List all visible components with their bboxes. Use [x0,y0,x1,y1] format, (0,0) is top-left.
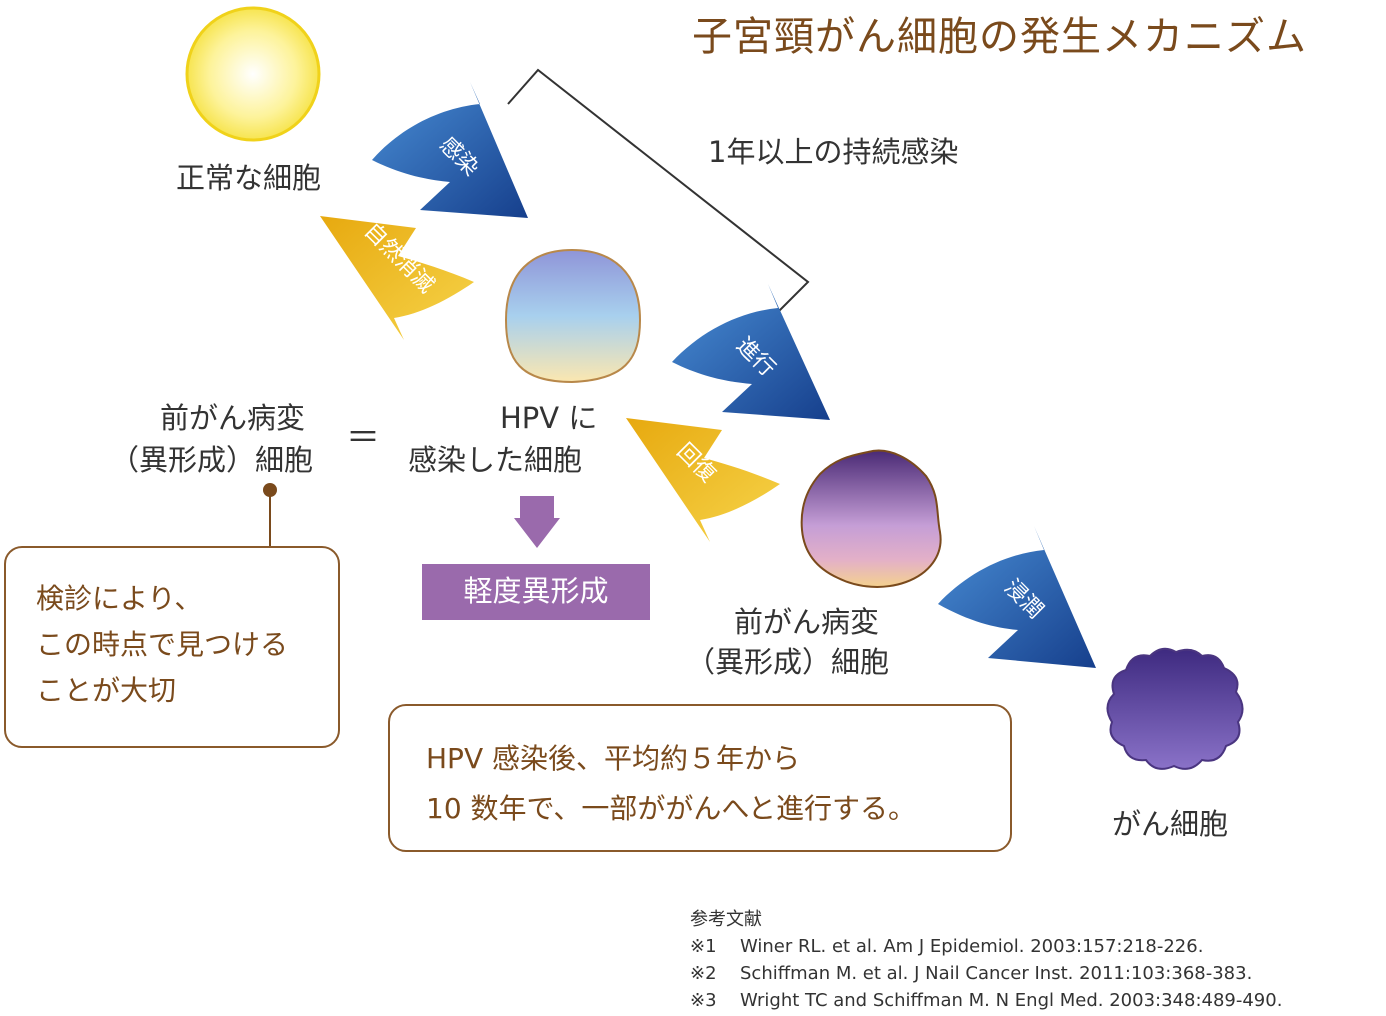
progression-arrow: 進行 [672,284,830,420]
cancer-cell-label: がん細胞 [1112,807,1229,841]
normal-cell-label: 正常な細胞 [176,161,322,195]
precancer-right-label-1: 前がん病変 [734,605,880,639]
persistent-infection-bracket [507,68,810,321]
screening-note-line: この時点で見つける [36,628,289,661]
hpv-cell-label-2: 感染した細胞 [408,443,583,477]
page-title: 子宮頸がん細胞の発生メカニズム [692,14,1307,60]
references-heading: 参考文献 [690,909,762,930]
references: 参考文献 ※1 Winer RL. et al. Am J Epidemiol. … [690,906,1282,1014]
cancer-cell-icon [1106,647,1244,770]
invasion-arrow: 浸潤 [938,526,1096,668]
screening-note-line: ことが大切 [36,674,177,707]
reference-text: Winer RL. et al. Am J Epidemiol. 2003:15… [740,936,1204,957]
down-arrow-icon [514,496,560,548]
hpv-cell-label-1: HPV に [500,401,598,435]
progression-note-line: HPV 感染後、平均約５年から [426,742,800,775]
precancer-left-label-2: （異形成）細胞 [110,443,314,477]
equals-sign: ＝ [346,418,380,458]
screening-note: 検診により、 この時点で見つける ことが大切 [4,546,340,748]
reference-item: ※1 Winer RL. et al. Am J Epidemiol. 2003:… [690,933,1282,960]
hpv-infected-cell-icon [504,248,642,384]
reference-item: ※2 Schiffman M. et al. J Nail Cancer Inst… [690,960,1282,987]
reference-text: Wright TC and Schiffman M. N Engl Med. 2… [740,990,1283,1011]
progression-time-note: HPV 感染後、平均約５年から 10 数年で、一部ががんへと進行する。 [388,704,1012,852]
normal-cell-icon [185,6,321,142]
reference-text: Schiffman M. et al. J Nail Cancer Inst. … [740,963,1253,984]
precancer-cell-icon [800,449,942,588]
infection-arrow: 感染 [372,82,528,218]
mild-dysplasia-tag: 軽度異形成 [422,564,650,620]
reference-mark: ※1 [690,936,717,957]
screening-note-line: 検診により、 [36,582,203,615]
natural-clearance-arrow: 自然消滅 [320,216,474,340]
progression-note-line: 10 数年で、一部ががんへと進行する。 [426,792,917,825]
precancer-left-label-1: 前がん病変 [160,401,306,435]
recovery-arrow: 回復 [626,418,780,542]
reference-mark: ※3 [690,990,717,1011]
reference-mark: ※2 [690,963,717,984]
precancer-right-label-2: （異形成）細胞 [686,645,890,679]
reference-item: ※3 Wright TC and Schiffman M. N Engl Med.… [690,987,1282,1014]
persistent-infection-label: 1年以上の持続感染 [708,135,959,169]
